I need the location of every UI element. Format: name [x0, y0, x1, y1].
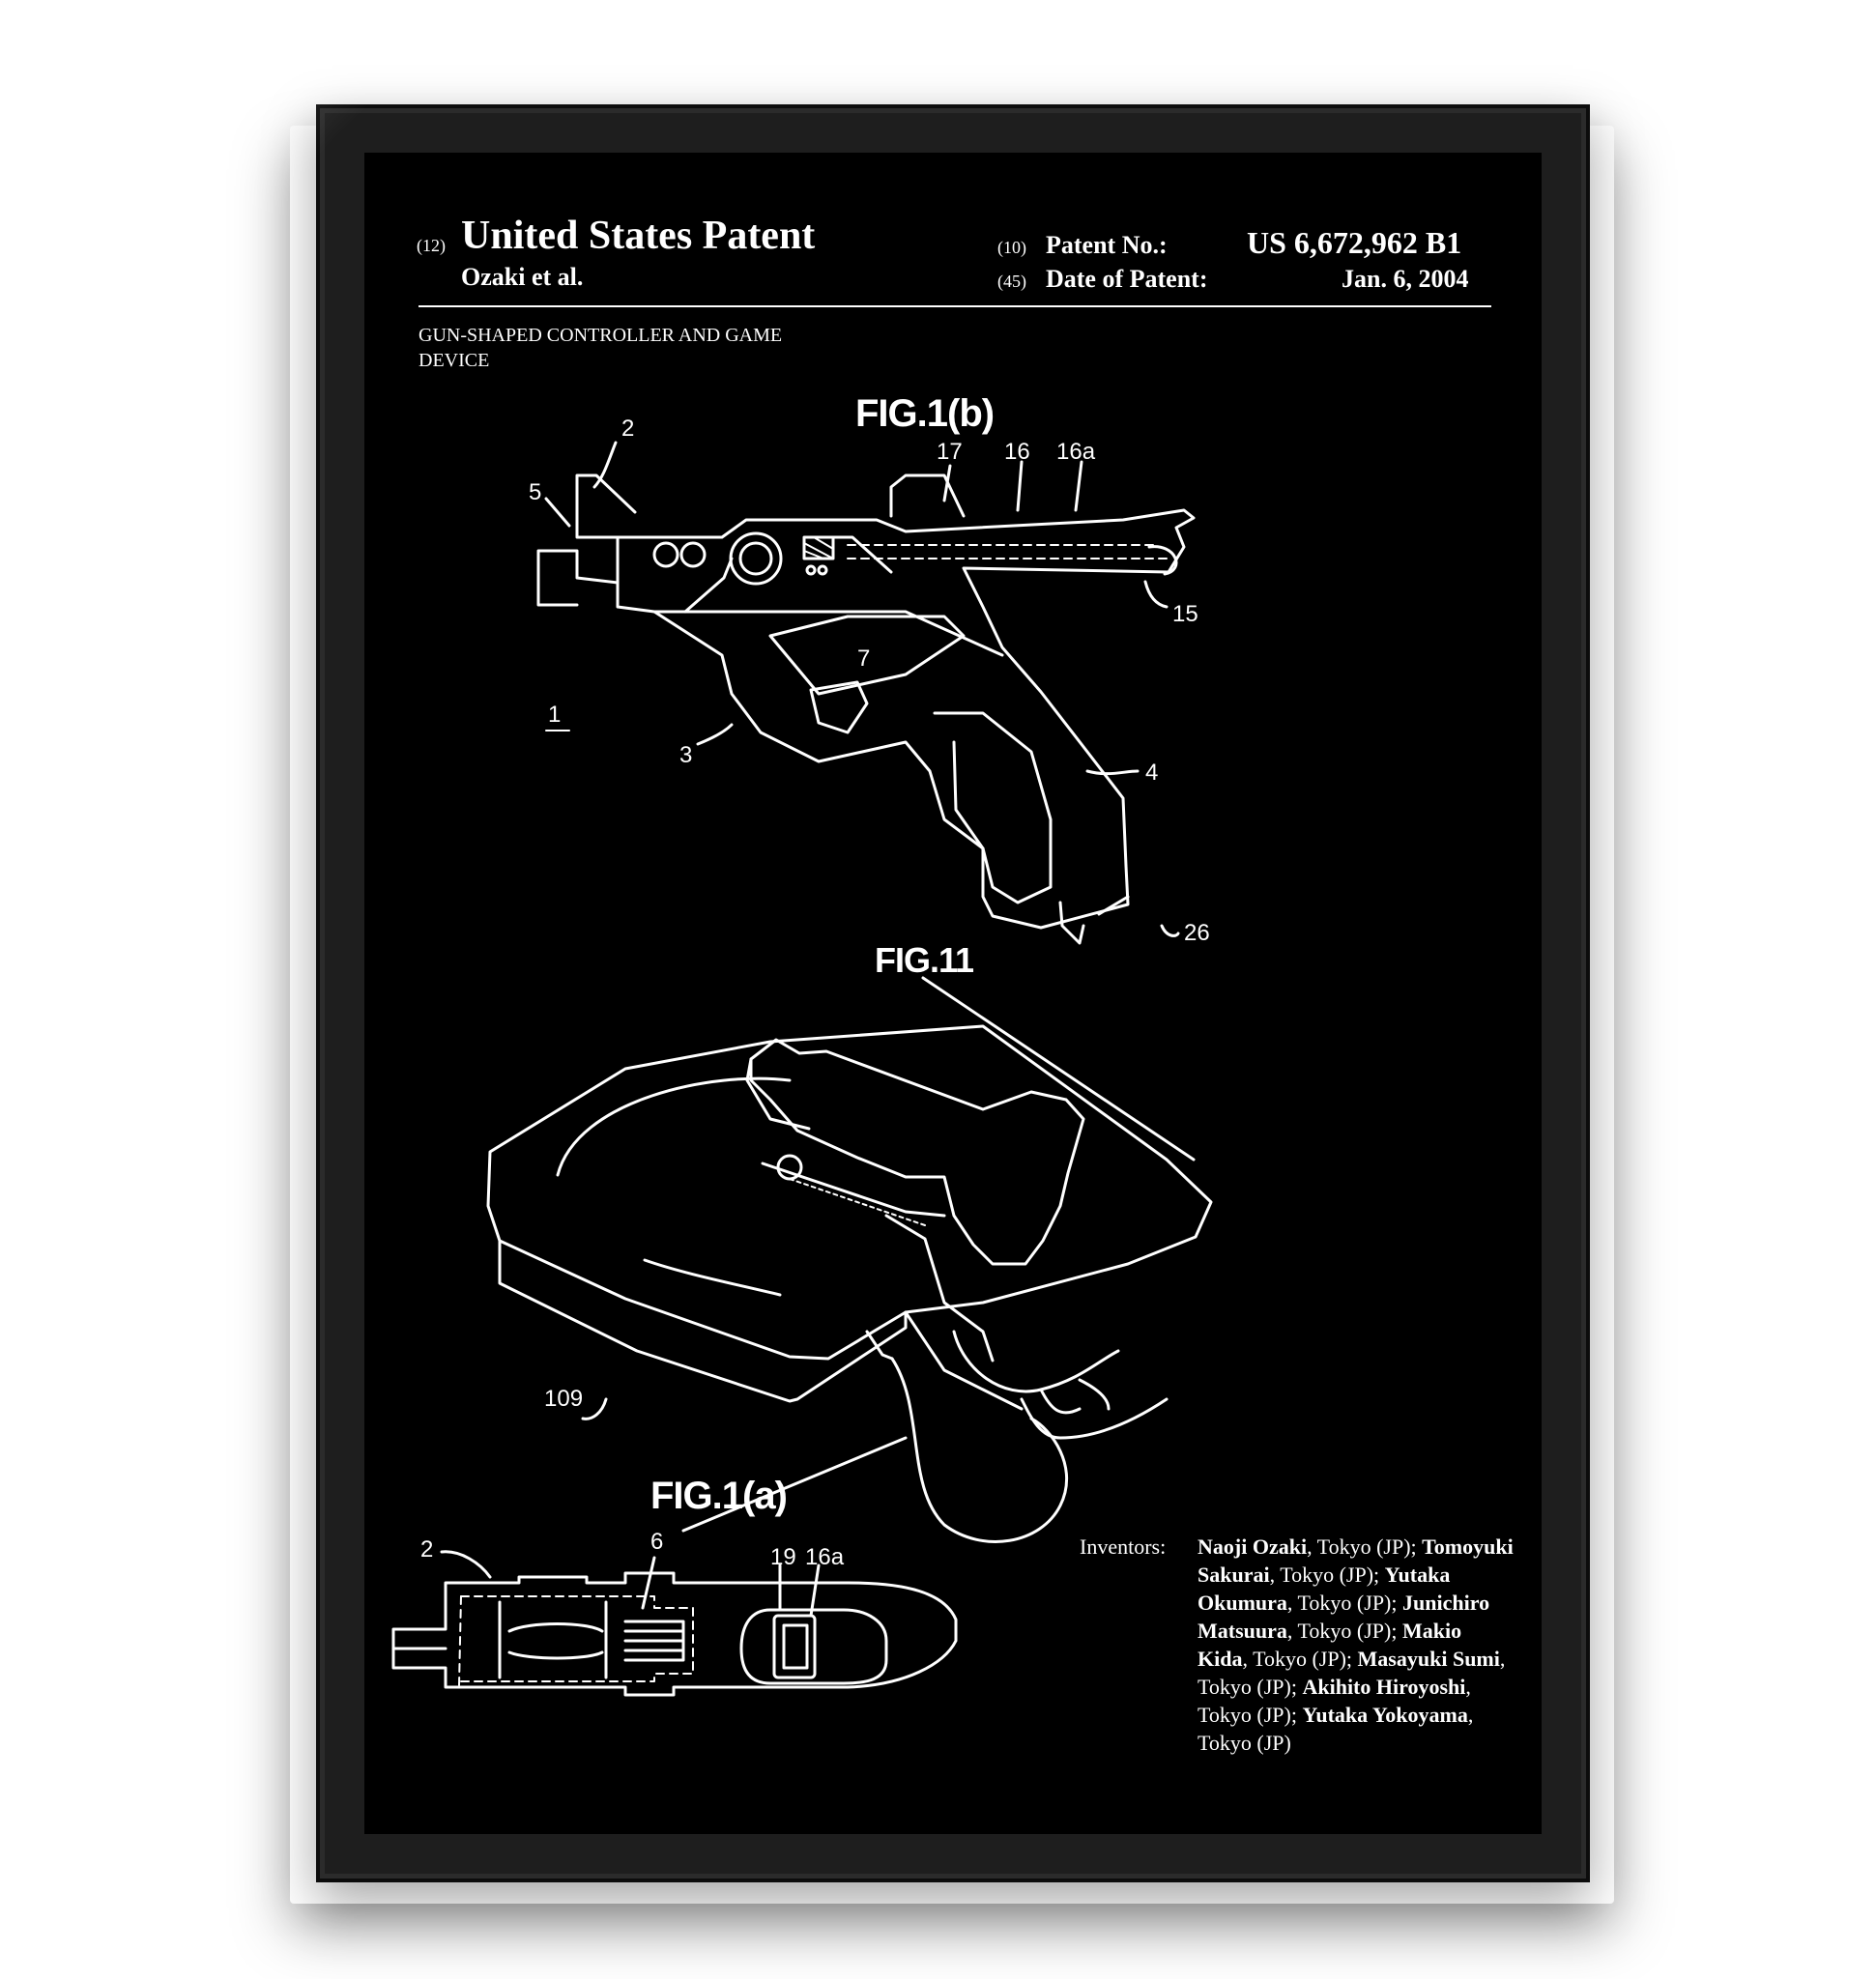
ref-16a: 16a — [1056, 439, 1096, 465]
invention-title-line1: GUN-SHAPED CONTROLLER AND GAME — [418, 325, 783, 346]
ref-6: 6 — [650, 1529, 664, 1555]
inventor-place: , Tokyo (JP); — [1198, 1675, 1471, 1727]
inventors-list: Naoji Ozaki, Tokyo (JP); Tomoyuki Sakura… — [1198, 1533, 1516, 1757]
patent-date: Jan. 6, 2004 — [1342, 265, 1469, 293]
patent-number: US 6,672,962 B1 — [1247, 225, 1462, 260]
patent-drawings — [364, 153, 1542, 1834]
inventor-name: Naoji Ozaki — [1198, 1534, 1308, 1559]
ref-17: 17 — [937, 439, 963, 465]
ref-16a-top: 16a — [805, 1544, 845, 1570]
inventor-place: , Tokyo (JP); — [1242, 1647, 1358, 1671]
fig-1b-label: FIG.1(b) — [855, 392, 995, 435]
code-12: (12) — [417, 236, 446, 255]
ref-3: 3 — [679, 742, 693, 768]
inventor-place: , Tokyo (JP); — [1198, 1647, 1506, 1699]
ref-1: 1 — [548, 702, 562, 728]
console-with-gun — [488, 978, 1211, 1541]
fig-11-label: FIG.11 — [875, 940, 974, 980]
ref-109: 109 — [544, 1386, 584, 1412]
ref-5: 5 — [529, 479, 542, 505]
gun-top-view — [393, 1573, 956, 1695]
gun-side-view — [538, 475, 1194, 943]
ref-16: 16 — [1004, 439, 1030, 465]
inventor-name: Masayuki Sumi — [1357, 1647, 1500, 1671]
code-10: (10) — [997, 238, 1026, 257]
patent-poster: (12) United States Patent Ozaki et al. (… — [364, 153, 1542, 1834]
ref-2: 2 — [621, 416, 635, 442]
ref-19: 19 — [770, 1544, 796, 1570]
ref-2-top: 2 — [420, 1536, 434, 1563]
patent-no-label: Patent No.: — [1046, 231, 1168, 259]
inventors-label: Inventors: — [1080, 1534, 1167, 1559]
ref-4: 4 — [1145, 760, 1159, 786]
inventor-place: , Tokyo (JP); — [1286, 1619, 1402, 1643]
fig-1b-leaders — [546, 443, 1178, 935]
ref-15: 15 — [1172, 601, 1198, 627]
header-rule — [418, 305, 1491, 307]
assignee: Ozaki et al. — [461, 263, 584, 291]
inventor-name: Yutaka Yokoyama — [1302, 1703, 1468, 1727]
patent-title: United States Patent — [461, 214, 816, 258]
inventor-place: , Tokyo (JP); — [1269, 1563, 1385, 1587]
fig-1a-leaders — [442, 1552, 819, 1616]
inventor-name: Makio Kida — [1198, 1619, 1462, 1671]
ref-26: 26 — [1184, 920, 1210, 946]
ref-7: 7 — [857, 645, 871, 672]
inventor-place: , Tokyo (JP); — [1307, 1534, 1423, 1559]
inventor-name: Yutaka Okumura — [1198, 1563, 1451, 1615]
inventor-place: , Tokyo (JP) — [1198, 1703, 1474, 1755]
code-45: (45) — [997, 272, 1026, 291]
invention-title-line2: DEVICE — [418, 350, 490, 371]
inventor-place: , Tokyo (JP); — [1286, 1591, 1402, 1615]
inventor-name: Akihito Hiroyoshi — [1302, 1675, 1466, 1699]
date-label: Date of Patent: — [1046, 265, 1208, 293]
inventor-name: Junichiro Matsuura — [1198, 1591, 1490, 1643]
inventor-name: Tomoyuki Sakurai — [1198, 1534, 1514, 1587]
